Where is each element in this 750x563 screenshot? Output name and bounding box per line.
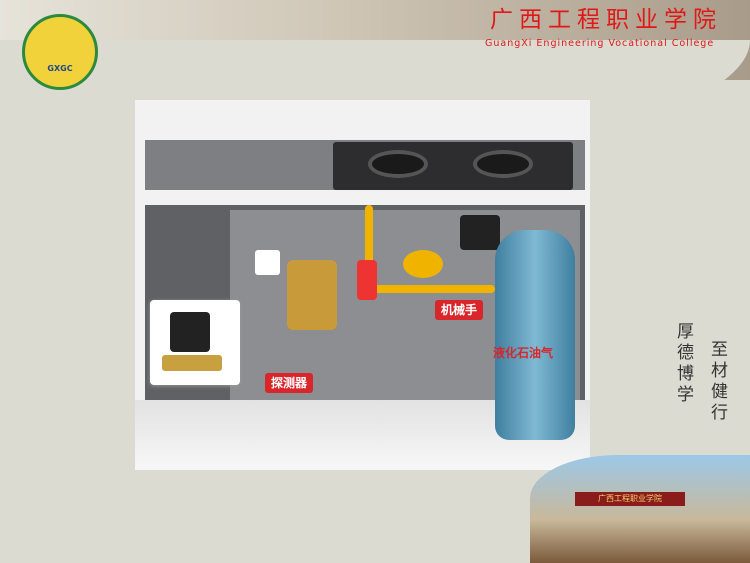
school-logo: GXGC xyxy=(22,14,98,90)
regulator xyxy=(403,250,443,278)
gas-safety-illustration: 液化石油气 探测器 机械手 xyxy=(135,100,590,470)
gas-pipe xyxy=(365,285,495,293)
lpg-cylinder xyxy=(495,230,575,440)
manipulator-label: 机械手 xyxy=(435,300,484,320)
manipulator-inset xyxy=(150,300,240,385)
burner xyxy=(368,150,428,178)
valve-manipulator xyxy=(460,215,500,250)
motto-line-2: 至材健行 xyxy=(707,340,727,424)
school-name: 广西工程职业学院 xyxy=(490,7,722,33)
burner xyxy=(473,150,533,178)
motto-line-1: 厚德博学 xyxy=(673,322,693,406)
detector-label: 探测器 xyxy=(265,373,314,393)
gate-sign: 广西工程职业学院 xyxy=(575,492,685,506)
school-name-en: GuangXi Engineering Vocational College xyxy=(485,38,715,49)
logo-text: GXGC xyxy=(47,64,73,73)
gas-pipe xyxy=(365,205,373,290)
gas-detector xyxy=(287,260,337,330)
lpg-label: 液化石油气 xyxy=(493,346,554,360)
alarm-light xyxy=(357,260,377,300)
campus-gate-image xyxy=(530,455,750,563)
power-socket xyxy=(255,250,280,275)
gas-stove xyxy=(333,142,573,190)
